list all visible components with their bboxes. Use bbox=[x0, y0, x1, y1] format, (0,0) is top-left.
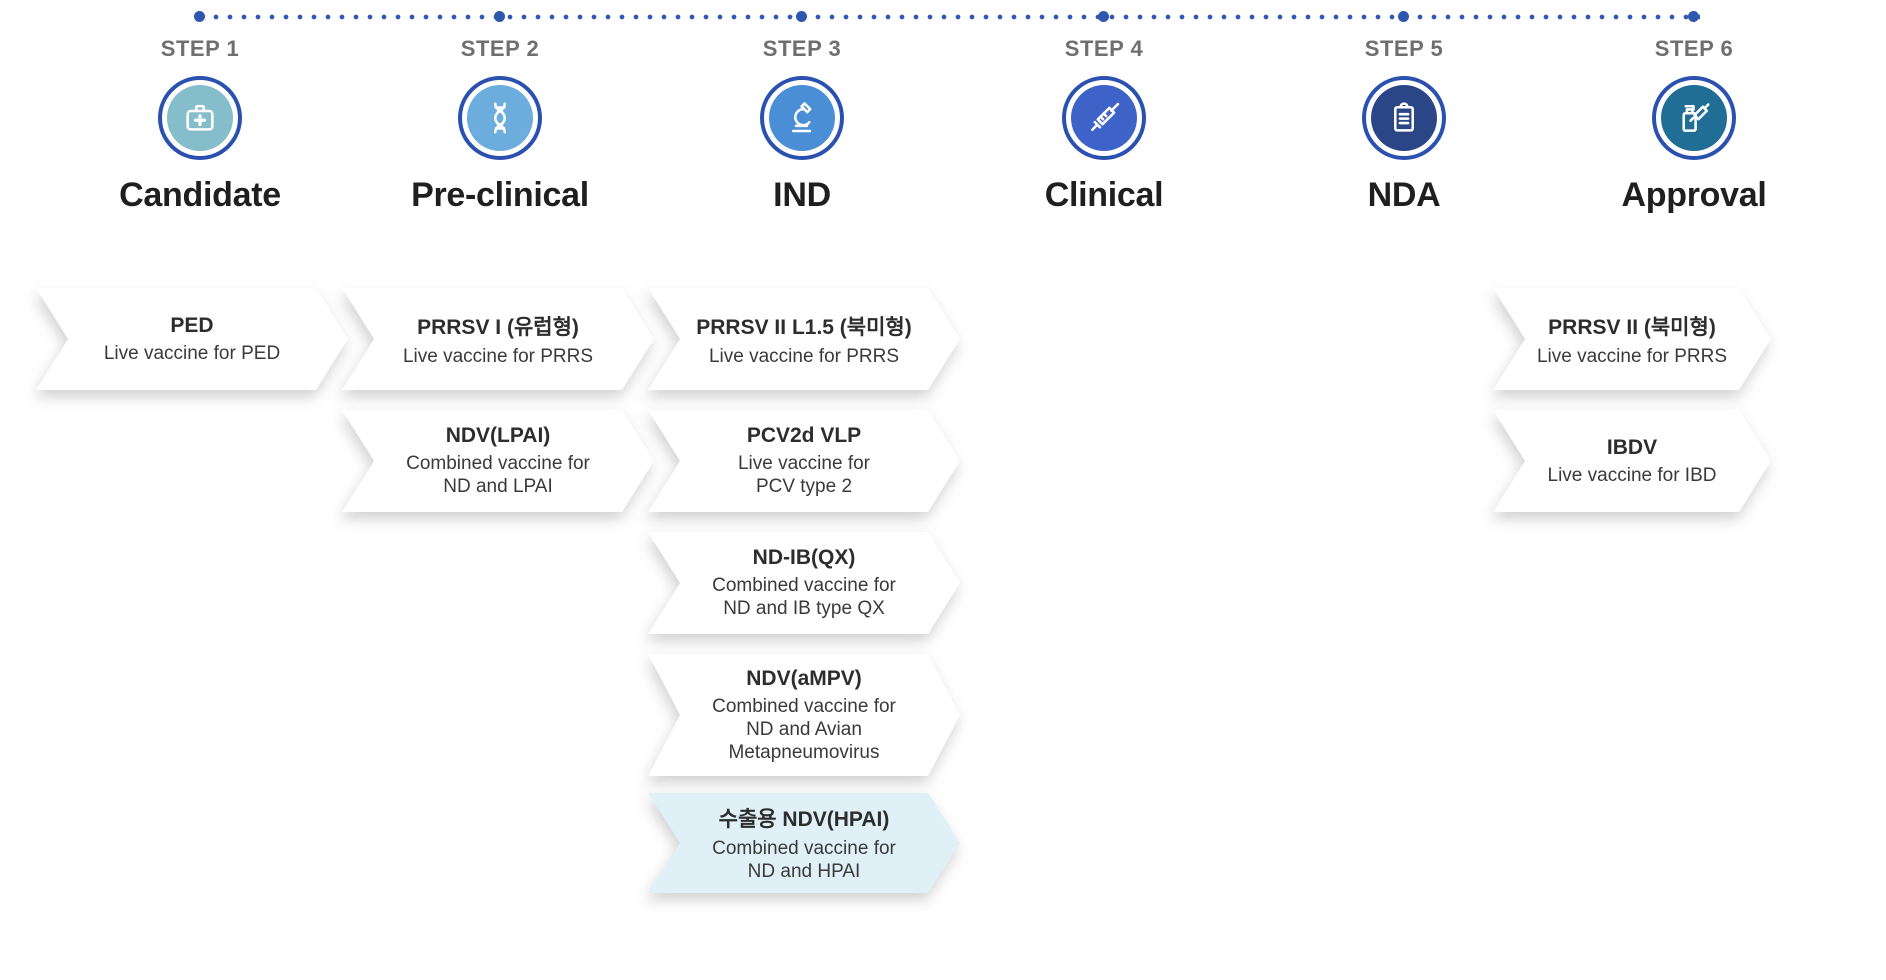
item-subtitle: Live vaccine for PRRS bbox=[1536, 345, 1728, 367]
stage-circle bbox=[1362, 76, 1446, 160]
stage-name: Candidate bbox=[119, 176, 281, 214]
timeline-node-dot bbox=[1098, 11, 1109, 22]
stage-circle bbox=[760, 76, 844, 160]
first-aid-kit-icon bbox=[167, 85, 233, 151]
item-title: PRRSV II L1.5 (북미형) bbox=[696, 315, 912, 339]
step-column-ind: STEP 3 IND bbox=[642, 36, 962, 215]
step-column-approval: STEP 6 Approval bbox=[1534, 36, 1854, 215]
pipeline-item-pcv2d-vlp: PCV2d VLP Live vaccine for PCV type 2 bbox=[648, 410, 960, 512]
pipeline-item-ped: PED Live vaccine for PED bbox=[36, 288, 348, 390]
item-title: PRRSV I (유럽형) bbox=[417, 315, 579, 339]
item-title: PCV2d VLP bbox=[746, 424, 862, 447]
stage-circle bbox=[1652, 76, 1736, 160]
timeline-node-dot bbox=[1688, 11, 1699, 22]
item-title: 수출용 NDV(HPAI) bbox=[718, 808, 890, 831]
item-subtitle: Combined vaccine for ND and LPAI bbox=[406, 453, 590, 497]
step-label: STEP 3 bbox=[762, 36, 842, 61]
item-subtitle: Live vaccine for PED bbox=[103, 342, 281, 364]
item-subtitle: Combined vaccine for ND and IB type QX bbox=[712, 575, 896, 619]
timeline-dotted-line bbox=[195, 14, 1700, 20]
stage-name: NDA bbox=[1367, 176, 1441, 214]
item-subtitle: Combined vaccine for ND and Avian Metapn… bbox=[712, 695, 896, 763]
step-label: STEP 6 bbox=[1654, 36, 1734, 61]
step-column-nda: STEP 5 NDA bbox=[1244, 36, 1564, 215]
dna-icon bbox=[467, 85, 533, 151]
clipboard-icon bbox=[1371, 85, 1437, 151]
step-label: STEP 1 bbox=[160, 36, 240, 61]
item-subtitle: Combined vaccine for ND and HPAI bbox=[712, 838, 896, 882]
pipeline-item-ndv-ampv: NDV(aMPV) Combined vaccine for ND and Av… bbox=[648, 654, 960, 776]
step-column-candidate: STEP 1 Candidate bbox=[40, 36, 360, 215]
timeline-node-dot bbox=[1398, 11, 1409, 22]
pipeline-item-prrsv2-l15: PRRSV II L1.5 (북미형) Live vaccine for PRR… bbox=[648, 288, 960, 390]
item-title: NDV(LPAI) bbox=[445, 424, 551, 447]
step-column-clinical: STEP 4 Clinical bbox=[944, 36, 1264, 215]
stage-name: IND bbox=[773, 176, 831, 214]
vaccine-bottle-icon bbox=[1661, 85, 1727, 151]
item-title: IBDV bbox=[1606, 435, 1658, 459]
item-subtitle: Live vaccine for PCV type 2 bbox=[737, 453, 870, 497]
item-subtitle: Live vaccine for PRRS bbox=[402, 345, 594, 367]
step-column-preclinical: STEP 2 Pre-clinical bbox=[340, 36, 660, 215]
timeline-node-dot bbox=[194, 11, 205, 22]
pipeline-item-ndv-lpai: NDV(LPAI) Combined vaccine for ND and LP… bbox=[342, 410, 654, 512]
step-label: STEP 4 bbox=[1064, 36, 1144, 61]
pipeline-item-ibdv: IBDV Live vaccine for IBD bbox=[1493, 410, 1771, 512]
stage-circle bbox=[1062, 76, 1146, 160]
item-subtitle: Live vaccine for IBD bbox=[1547, 464, 1717, 486]
timeline-node-dot bbox=[796, 11, 807, 22]
stage-name: Approval bbox=[1621, 176, 1767, 214]
stage-name: Pre-clinical bbox=[411, 176, 589, 214]
item-title: PRRSV II (북미형) bbox=[1548, 315, 1716, 339]
stage-name: Clinical bbox=[1044, 176, 1164, 214]
item-subtitle: Live vaccine for PRRS bbox=[708, 345, 900, 367]
item-title: ND-IB(QX) bbox=[752, 546, 856, 569]
syringe-icon bbox=[1071, 85, 1137, 151]
step-label: STEP 5 bbox=[1364, 36, 1444, 61]
microscope-icon bbox=[769, 85, 835, 151]
pipeline-item-nd-ib-qx: ND-IB(QX) Combined vaccine for ND and IB… bbox=[648, 532, 960, 634]
timeline-node-dot bbox=[494, 11, 505, 22]
stage-circle bbox=[458, 76, 542, 160]
step-label: STEP 2 bbox=[460, 36, 540, 61]
item-title: PED bbox=[170, 313, 214, 337]
pipeline-item-ndv-hpai-export: 수출용 NDV(HPAI) Combined vaccine for ND an… bbox=[648, 793, 960, 893]
stage-circle bbox=[158, 76, 242, 160]
pipeline-item-prrsv1: PRRSV I (유럽형) Live vaccine for PRRS bbox=[342, 288, 654, 390]
pipeline-item-prrsv2: PRRSV II (북미형) Live vaccine for PRRS bbox=[1493, 288, 1771, 390]
item-title: NDV(aMPV) bbox=[746, 666, 862, 690]
